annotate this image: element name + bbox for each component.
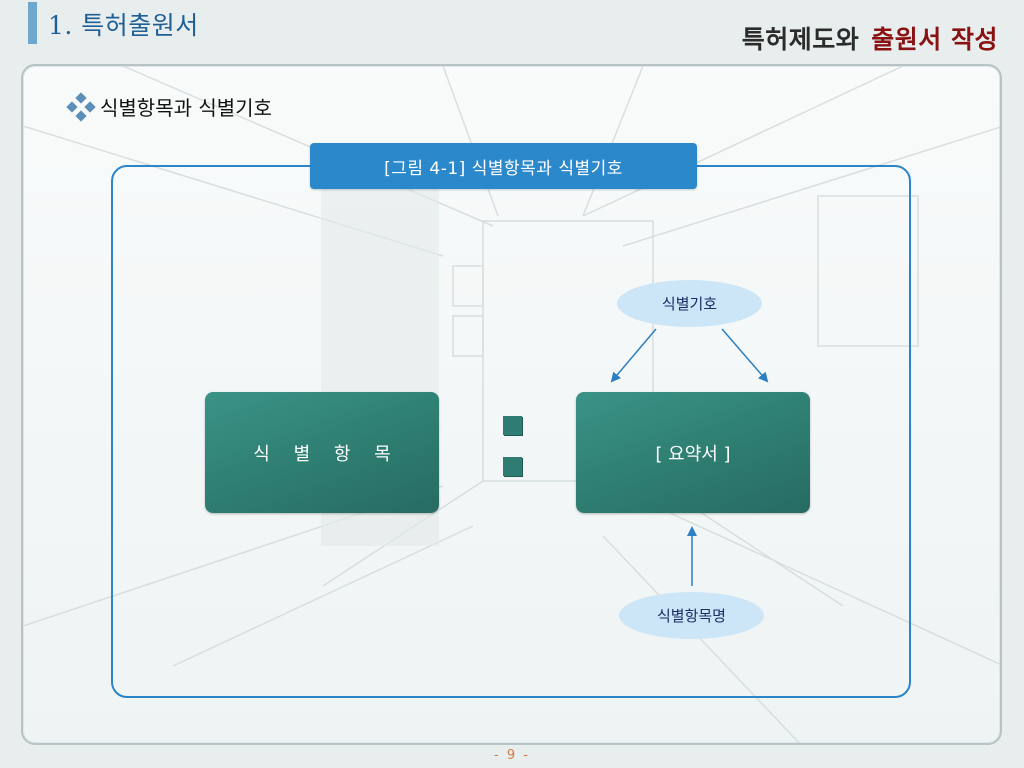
figure-title: [그림 4-1] 식별항목과 식별기호 [310,143,697,189]
slide-title: 특허제도와 출원서 작성 [742,20,998,56]
slide-title-part2: 출원서 작성 [871,25,998,54]
slide-title-part1: 특허제도와 [741,25,860,54]
bullet-heading-text: 식별항목과 식별기호 [100,96,272,120]
colon-square-bottom [503,457,522,476]
colon-square-top [503,416,522,435]
identification-item-name-oval: 식별항목명 [619,592,764,639]
section-title: 1. 특허출원서 [48,11,199,40]
bullet-heading: 식별항목과 식별기호 [66,91,272,122]
summary-box: [ 요약서 ] [576,392,810,513]
identification-item-box: 식 별 항 목 [205,392,439,513]
page-number: - 9 - [494,748,530,763]
header-accent-bar [28,2,37,44]
identification-symbol-oval: 식별기호 [617,280,762,327]
diamond-bullet-icon [66,91,96,122]
